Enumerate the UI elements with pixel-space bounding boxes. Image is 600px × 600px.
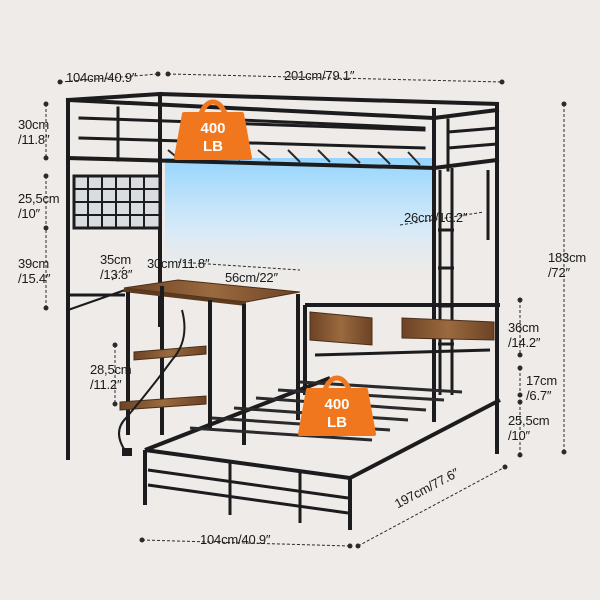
headboard-panel <box>401 317 495 341</box>
dim-desk-shelf-gap: 28,5cm /11.2″ <box>90 362 132 392</box>
dimension-lines <box>45 73 565 547</box>
badge-bottom-value: 400 <box>324 396 349 413</box>
dim-clearance: 25,5cm /10″ <box>508 413 550 443</box>
dim-length-top: 201cm/79.1″ <box>284 68 355 83</box>
badge-top-value: 400 <box>200 120 225 137</box>
lower-bed-frame <box>143 303 501 530</box>
headboard-panel <box>309 311 373 346</box>
dim-bed-height: 17cm /6.7″ <box>526 373 557 403</box>
dim-shelf-gap: 25,5cm /10″ <box>18 191 60 221</box>
dim-headboard-height: 36cm /14.2″ <box>508 320 541 350</box>
desk <box>118 279 301 456</box>
dim-shelf-to-desk: 39cm /15.4″ <box>18 256 51 286</box>
dim-bottom-width: 104cm/40.9″ <box>200 532 271 547</box>
dim-ladder-width: 26cm/10.2″ <box>404 210 468 225</box>
dimension-endpoints <box>43 71 567 549</box>
ladder <box>438 168 490 395</box>
dim-guard-height: 30cm /11.8″ <box>18 117 50 147</box>
badge-bottom-unit: LB <box>327 414 347 431</box>
dim-desk-depth: 35cm /13.8″ <box>100 252 133 282</box>
dim-total-height: 183cm /72″ <box>548 250 587 280</box>
dim-desk-depth-2: 30cm/11.8″ <box>147 256 210 271</box>
dim-desk-width: 56cm/22″ <box>225 270 278 285</box>
led-light-glow <box>165 158 435 288</box>
weight-capacity-badge-top: 400 LB <box>174 99 252 160</box>
weight-capacity-badge-bottom: 400 LB <box>298 375 376 436</box>
badge-top-unit: LB <box>203 138 223 155</box>
dim-depth-top: 104cm/40.9″ <box>66 70 137 85</box>
mesh-storage-shelf <box>67 174 162 311</box>
